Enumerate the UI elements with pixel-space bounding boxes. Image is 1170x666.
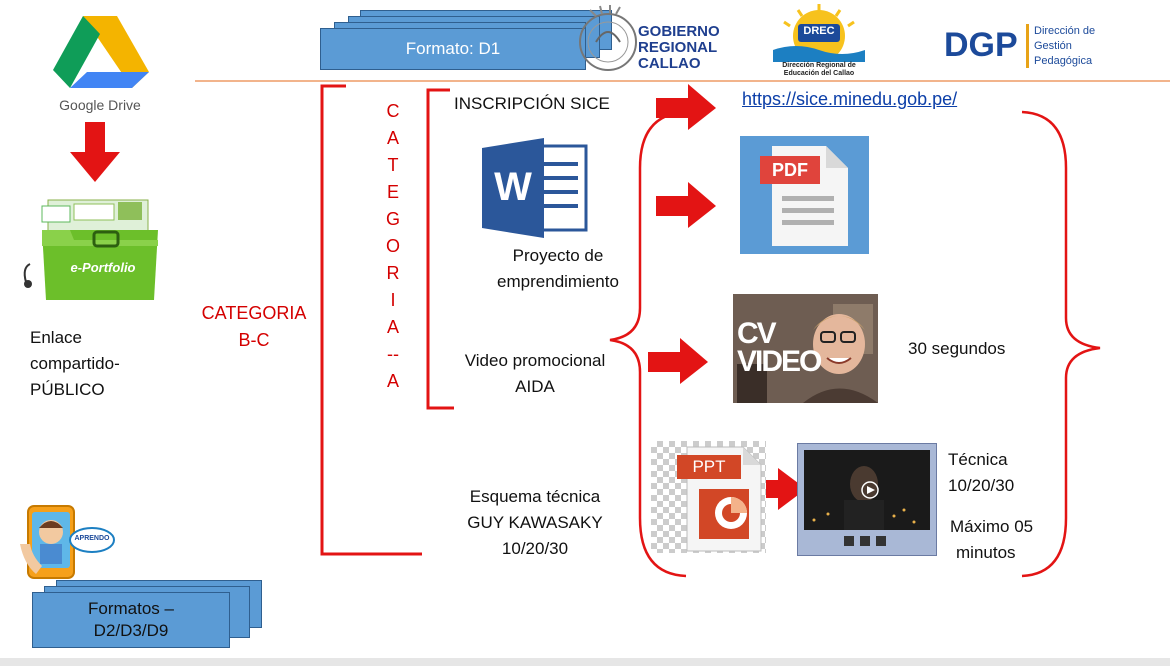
vertical-letter: A: [386, 371, 399, 391]
drec-logo: DREC Dirección Regional de Educación del…: [768, 2, 870, 80]
dgp-logo: DGP Dirección de Gestión Pedagógica: [944, 22, 1114, 72]
aprendo-label: APRENDO: [74, 535, 110, 542]
dgp-line2: Gestión: [1034, 40, 1072, 52]
arrow-right-icon: [656, 84, 716, 130]
drec-sun-icon: [773, 4, 865, 62]
arrow-right-icon: [648, 338, 708, 384]
drec-badge: DREC: [803, 25, 835, 37]
google-drive-label: Google Drive: [59, 97, 141, 113]
maximo-line1: Máximo 05: [950, 517, 1034, 536]
dgp-line3: Pedagógica: [1034, 55, 1093, 67]
drec-sub2: Educación del Callao: [783, 70, 855, 77]
proyecto-label: Proyecto de emprendimiento: [478, 243, 638, 295]
vertical-letter: G: [385, 209, 400, 229]
right-curly-brace-icon: [1021, 110, 1101, 578]
esquema-label: Esquema técnica GUY KAWASAKY 10/20/30: [450, 484, 620, 562]
formatos-banner: Formatos – D2/D3/D9: [32, 580, 262, 650]
google-drive-icon: [53, 16, 149, 88]
enlace-line1: Enlace: [30, 328, 82, 347]
gobierno-line1: GOBIERNO: [638, 23, 720, 40]
tecnica-line2: 10/20/30: [948, 476, 1015, 495]
tecnica-line1: Técnica: [948, 450, 1008, 469]
inscripcion-label: INSCRIPCIÓN SICE: [454, 94, 610, 113]
video-promocional-label: Video promocional AIDA: [446, 348, 624, 400]
enlace-line3: PÚBLICO: [30, 380, 105, 399]
formatos-line2: D2/D3/D9: [93, 621, 169, 640]
e-portfolio-icon: e-Portfolio: [18, 196, 168, 302]
cv-label2: VIDEO: [737, 345, 822, 378]
header-divider: [195, 80, 1170, 82]
ppt-label: PPT: [692, 457, 726, 476]
video-screen: [804, 450, 930, 530]
vertical-letter: E: [386, 182, 399, 202]
aprendo-phone-image: APRENDO: [18, 504, 118, 584]
esquema-line1: Esquema técnica: [469, 487, 601, 506]
enlace-line2: compartido-: [30, 354, 120, 373]
google-drive-logo: Google Drive: [45, 12, 155, 117]
vertical-letter: C: [386, 101, 400, 121]
bottom-bar: [0, 658, 1170, 666]
pdf-label: PDF: [772, 160, 808, 180]
drec-sub1: Dirección Regional de: [782, 62, 856, 69]
dgp-line1: Dirección de: [1034, 25, 1096, 37]
esquema-line3: 10/20/30: [501, 539, 569, 558]
vertical-categoria-label: C A T E G O R I A -- A: [382, 98, 404, 395]
cv-video-thumbnail[interactable]: CV VIDEO: [733, 294, 878, 403]
enlace-text: Enlace compartido- PÚBLICO: [30, 325, 120, 403]
sice-link[interactable]: https://sice.minedu.gob.pe/: [742, 89, 958, 109]
formatos-line1: Formatos –: [88, 599, 174, 618]
dgp-abbr: DGP: [944, 26, 1018, 64]
maximo-line2: minutos: [956, 543, 1016, 562]
vertical-letter: R: [386, 263, 400, 283]
formato-label: Formato: D1: [405, 39, 501, 58]
vertical-letter: --: [387, 344, 399, 364]
vertical-letter: T: [387, 155, 399, 175]
segundos-label: 30 segundos: [908, 339, 1006, 358]
down-arrow-icon: [70, 122, 120, 182]
e-portfolio-label: e-Portfolio: [70, 260, 136, 275]
gobierno-line2: REGIONAL: [638, 39, 718, 56]
gobierno-seal-icon: [579, 5, 637, 71]
arrow-right-icon: [656, 182, 716, 228]
tecnica-label: Técnica 10/20/30: [948, 447, 1014, 499]
proyecto-line1: Proyecto de: [512, 246, 604, 265]
vertical-letter: A: [386, 317, 399, 337]
gobierno-regional-logo: GOBIERNO REGIONAL CALLAO: [578, 2, 720, 78]
categoria-label: CATEGORIA B-C: [198, 300, 310, 354]
word-icon: W: [482, 138, 588, 238]
maximo-label: Máximo 05 minutos: [950, 514, 1033, 566]
vertical-letter: A: [386, 128, 399, 148]
inner-bracket-icon: [426, 88, 454, 410]
gobierno-line3: CALLAO: [638, 55, 701, 72]
vertical-letter: I: [390, 290, 396, 310]
pdf-icon: PDF: [740, 136, 869, 254]
cv-label1: CV: [737, 317, 777, 350]
categoria-line1: CATEGORIA: [201, 303, 307, 323]
video-player[interactable]: [797, 443, 937, 556]
left-bracket-icon: [320, 84, 422, 556]
vertical-letter: O: [385, 236, 400, 256]
left-curly-brace-icon: [609, 110, 687, 578]
svg-text:W: W: [494, 165, 532, 209]
formato-banner: Formato: D1: [320, 8, 612, 70]
categoria-line2: B-C: [238, 330, 270, 350]
play-icon: [861, 481, 879, 499]
esquema-line2: GUY KAWASAKY: [467, 513, 603, 532]
proyecto-line2: emprendimiento: [497, 272, 619, 291]
ppt-icon: PPT: [651, 441, 766, 553]
video-line1: Video promocional: [464, 351, 606, 370]
video-line2: AIDA: [515, 377, 555, 396]
